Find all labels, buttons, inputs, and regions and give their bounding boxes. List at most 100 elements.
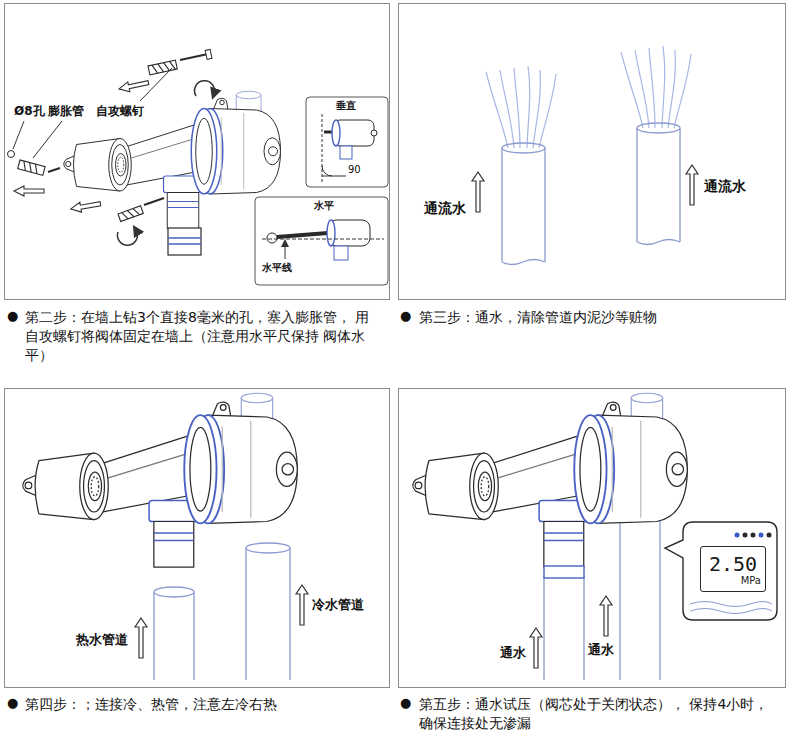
- flushing-illustration-part-part: [514, 68, 520, 148]
- flushing-illustration: [472, 46, 698, 265]
- pressure-test-illustration-part: [530, 628, 542, 668]
- mounting-illustration-part: [33, 121, 62, 158]
- pressure-test-illustration-part: [751, 533, 756, 538]
- connecting-illustration-part-part: [246, 548, 290, 680]
- bullet: ●: [400, 308, 411, 324]
- pressure-test-illustration-part: [759, 533, 764, 538]
- horizontal-inset-part: [262, 239, 384, 240]
- connecting-illustration-part: [296, 585, 308, 625]
- connecting-illustration-part: [135, 618, 147, 658]
- connecting-illustration-part-part: [154, 592, 194, 680]
- vertical-inset-part: [322, 114, 323, 184]
- mounting-illustration-part: [13, 121, 24, 149]
- angle-label: 90: [348, 164, 361, 176]
- inset-title: 垂直: [336, 100, 356, 112]
- flushing-illustration-part-part: [637, 240, 680, 245]
- pressure-test-illustration-part: [413, 393, 688, 567]
- pipe-label: 冷水管道: [312, 597, 364, 613]
- mounting-illustration-part-part: [122, 207, 140, 220]
- vertical-inset-part: [306, 97, 388, 187]
- connecting-illustration: [23, 393, 308, 680]
- mounting-illustration-part: [195, 81, 215, 96]
- vertical-inset-part: [322, 166, 332, 176]
- step-caption: 第五步：通水试压（阀芯处于关闭状态）， 保持4小时，确保连接处无渗漏: [419, 695, 777, 733]
- step-panel: 第三步：通水，清除管道内泥沙等赃物: [398, 3, 786, 300]
- pressure-test-illustration-part: [600, 596, 612, 636]
- mounting-illustration-part-part: [18, 160, 45, 175]
- bullet: ●: [400, 695, 411, 711]
- pressure-test-illustration-part: [767, 533, 772, 538]
- flushing-illustration-part-part: [502, 143, 545, 153]
- part-label: 自攻螺钉: [96, 104, 144, 118]
- mounting-illustration-part: [180, 54, 208, 60]
- flushing-illustration-part-part: [500, 70, 514, 148]
- flushing-illustration-part: [686, 165, 698, 205]
- mounting-illustration-part: [168, 238, 201, 244]
- mounting-illustration-part: [205, 49, 212, 59]
- pressure-test-illustration-part: [690, 602, 772, 607]
- flow-label: 通水: [500, 645, 526, 661]
- flushing-illustration-part-part: [533, 70, 540, 148]
- step-panel: 第二步：在墙上钻3个直接8毫米的孔，塞入膨胀管， 用自攻螺钉将阀体固定在墙上（注…: [4, 3, 390, 300]
- pipe-label: 热水管道: [76, 632, 128, 648]
- horizontal-inset-part: [328, 220, 370, 246]
- connecting-illustration-part: [23, 393, 298, 567]
- horizontal-inset-part: [334, 246, 348, 260]
- part-label: 膨胀管: [48, 104, 84, 118]
- mounting-illustration-part: [18, 160, 45, 175]
- mounting-illustration-part: [117, 230, 137, 245]
- horizontal-inset-part: [255, 197, 388, 285]
- pressure-test-illustration-part-part: [544, 576, 584, 680]
- flow-label: 通流水: [704, 178, 746, 195]
- step-caption: 第二步：在墙上钻3个直接8毫米的孔，塞入膨胀管， 用自攻螺钉将阀体固定在墙上（注…: [25, 308, 383, 365]
- flushing-illustration-part: [486, 46, 691, 148]
- mounting-illustration-part: [70, 199, 101, 214]
- mounting-illustration-part-part: [152, 61, 175, 74]
- vertical-inset-part: [332, 120, 340, 146]
- flushing-illustration-part-part: [539, 74, 556, 148]
- flushing-illustration-part-part: [637, 128, 680, 242]
- flushing-illustration-part: [502, 123, 680, 265]
- pressure-test-illustration-part: [665, 522, 777, 620]
- gauge-display: 2.50MPa: [700, 546, 766, 592]
- connecting-illustration-part-part: [154, 587, 194, 597]
- mounting-illustration-part: [168, 228, 201, 255]
- mounting-illustration-part: [148, 60, 177, 75]
- pressure-value: 2.50: [709, 553, 757, 575]
- mounting-illustration-part-part: [148, 60, 177, 75]
- flushing-illustration-part-part: [637, 123, 680, 133]
- flushing-illustration-part-part: [668, 50, 675, 128]
- vertical-inset-part: [371, 130, 377, 136]
- horizontal-inset-part: [277, 233, 328, 237]
- mounting-illustration-part: [144, 198, 164, 205]
- pressure-test-illustration-part: [690, 609, 772, 614]
- flushing-illustration-part-part: [649, 48, 655, 128]
- bullet: ●: [7, 695, 18, 711]
- flushing-illustration-part-part: [502, 260, 545, 265]
- vertical-inset-part: [322, 176, 346, 177]
- flushing-illustration-part-part: [621, 52, 643, 128]
- bullet: ●: [7, 308, 18, 324]
- vertical-inset: [306, 97, 388, 187]
- mounting-illustration-part: [118, 206, 143, 222]
- inset-title: 水平: [314, 200, 334, 212]
- mounting-illustration: [8, 49, 281, 255]
- flushing-illustration-part-part: [502, 148, 545, 262]
- mounting-illustration-part: [118, 78, 149, 94]
- flow-label: 通流水: [424, 200, 466, 217]
- horizontal-inset-part: [285, 243, 286, 259]
- horizontal-inset-part: [267, 233, 277, 243]
- pressure-test-illustration-part: [544, 566, 584, 578]
- pressure-test-illustration-part: [735, 533, 740, 538]
- flow-label: 通水: [588, 642, 614, 658]
- horizontal-inset-part: [327, 220, 335, 246]
- pressure-test-illustration-part: [743, 533, 748, 538]
- mounting-illustration-part-part: [22, 161, 40, 174]
- flushing-illustration-part-part: [486, 72, 508, 148]
- mounting-illustration-part-part: [118, 206, 143, 222]
- mounting-illustration-part: [14, 186, 44, 196]
- line-label: 水平线: [262, 262, 292, 274]
- step-panel: 第四步：；连接冷、热管，注意左冷右热: [4, 388, 390, 688]
- connecting-illustration-part-part: [246, 543, 290, 553]
